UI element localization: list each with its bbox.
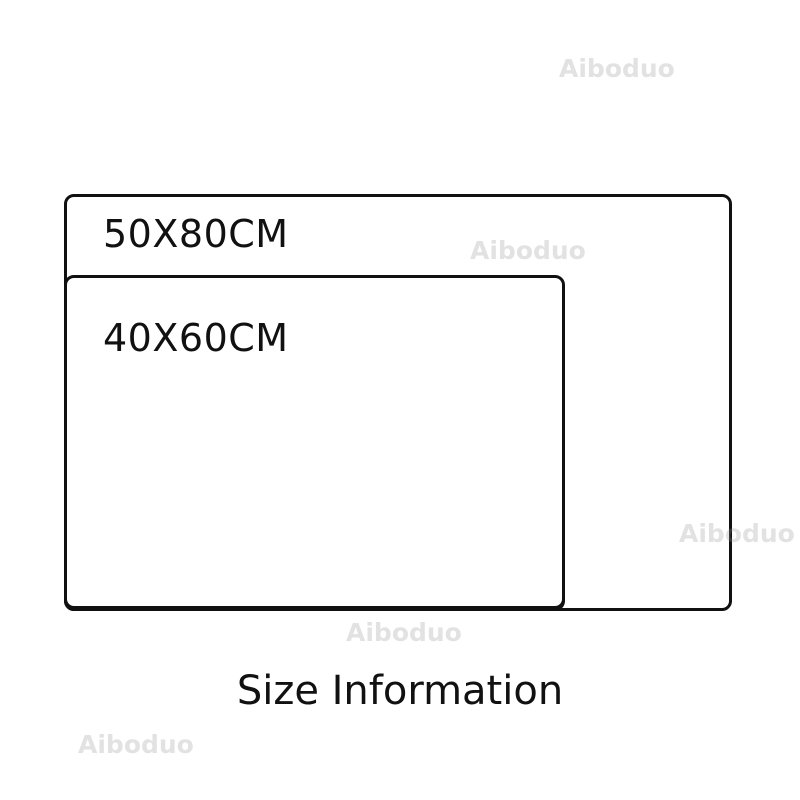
watermark: Aiboduo xyxy=(679,519,795,548)
watermark: Aiboduo xyxy=(346,618,462,647)
watermark: Aiboduo xyxy=(470,236,586,265)
watermark: Aiboduo xyxy=(78,730,194,759)
small-size-label: 40X60CM xyxy=(103,316,289,360)
small-size-outline xyxy=(64,275,565,609)
large-size-label: 50X80CM xyxy=(103,212,289,256)
watermark: Aiboduo xyxy=(559,54,675,83)
size-information-caption: Size Information xyxy=(236,668,564,714)
